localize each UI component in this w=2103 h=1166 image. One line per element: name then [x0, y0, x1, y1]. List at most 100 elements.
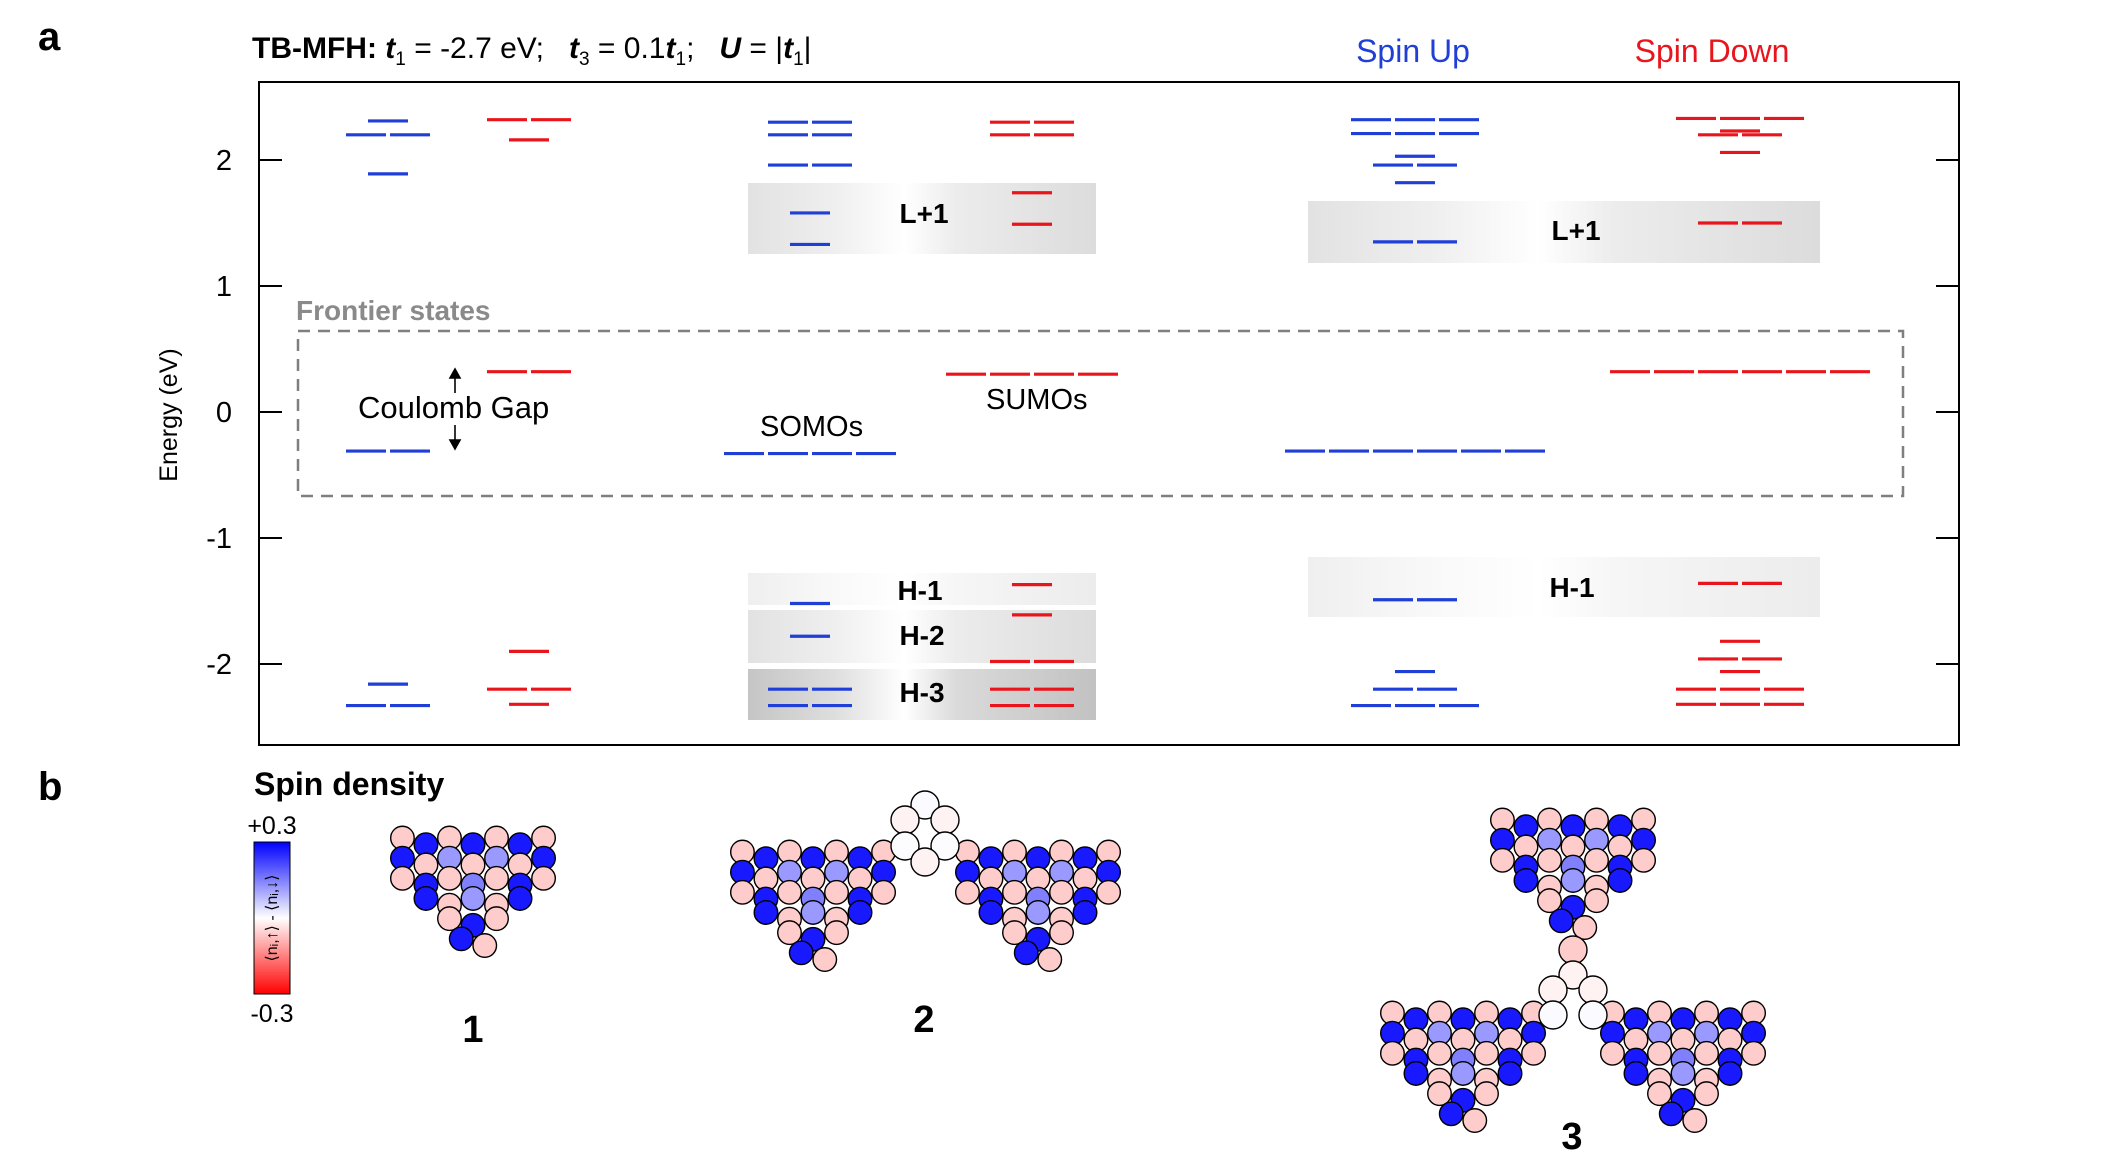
site-circle [978, 900, 1004, 925]
site-circle [729, 879, 755, 905]
site-circle [437, 906, 462, 932]
coulomb-gap-label: Coulomb Gap [358, 390, 549, 425]
site-circle [1049, 920, 1074, 946]
molecule-2-left-unit [729, 839, 897, 972]
site-circle [1072, 900, 1098, 925]
site-circle [1379, 1040, 1405, 1066]
site-circle [1462, 1108, 1488, 1133]
site-circle [413, 886, 439, 911]
molecule-label-1: 1 [462, 1009, 483, 1051]
site-circle [1538, 975, 1568, 1005]
site-circle [437, 865, 462, 891]
u-tail: | [804, 32, 812, 65]
title-prefix: TB-MFH: [252, 32, 385, 65]
site-circle [1025, 900, 1051, 925]
linker-2 [890, 790, 960, 877]
molecule-3-top-unit [1489, 807, 1657, 940]
u-ref-symbol: t [783, 32, 795, 65]
site-circle [930, 831, 960, 861]
site-circle [1427, 1040, 1452, 1066]
t3-ref-subscript: 1 [676, 49, 687, 70]
site-circle [448, 926, 474, 952]
site-circle [824, 920, 849, 946]
spin-density-molecules [389, 790, 1767, 1133]
energy-levels [346, 116, 1870, 708]
y-axis-label: Energy (eV) [155, 348, 183, 481]
site-circle [788, 940, 814, 966]
site-circle [507, 886, 533, 911]
site-circle [910, 847, 940, 877]
site-circle [1474, 1081, 1499, 1107]
model-parameters-title: TB-MFH: t1 = -2.7 eV; t3 = 0.1t1; U = |t… [252, 32, 811, 70]
y-tick-label: 2 [216, 145, 232, 177]
site-circle [484, 865, 509, 891]
frontier-states-label: Frontier states [296, 295, 491, 326]
linker-3 [1538, 935, 1608, 1030]
site-circle [1002, 879, 1027, 905]
site-circle [847, 900, 873, 925]
site-circle [1538, 1000, 1568, 1030]
site-circle [1584, 847, 1609, 873]
site-circle [1521, 1040, 1547, 1066]
panel-a-letter: a [38, 15, 61, 59]
t3-subscript: 3 [579, 49, 590, 70]
site-circle [1631, 847, 1657, 873]
y-tick-labels: 2 1 0 -1 -2 [206, 145, 232, 681]
site-circle [890, 805, 920, 835]
site-circle [1560, 868, 1586, 893]
site-circle [1578, 975, 1608, 1005]
site-circle [472, 933, 498, 958]
site-circle [1474, 1040, 1499, 1066]
label-mol3-h-minus-1: H-1 [1549, 572, 1594, 603]
site-circle [460, 886, 486, 911]
y-tick-label: 1 [216, 271, 232, 303]
site-circle [1537, 847, 1562, 873]
y-tick-label: -2 [206, 649, 232, 681]
spin-density-colorbar [253, 841, 291, 995]
t3-mid: = 0.1 [590, 32, 666, 65]
site-circle [1658, 1101, 1684, 1127]
site-circle [1450, 1061, 1476, 1086]
label-mol2-h-minus-3: H-3 [899, 677, 944, 708]
legend-spin-down: Spin Down [1635, 33, 1790, 69]
molecule-3-right-unit [1599, 1000, 1767, 1133]
mol2-homo-minus-3-band [748, 669, 1096, 720]
site-circle [1438, 1101, 1464, 1127]
site-circle [1049, 879, 1074, 905]
site-circle [1558, 960, 1588, 990]
site-circle [800, 900, 826, 925]
legend-spin-up: Spin Up [1356, 33, 1470, 69]
colorbar-max-label: +0.3 [247, 812, 296, 840]
site-circle [1403, 1061, 1429, 1086]
label-mol2-h-minus-2: H-2 [899, 620, 944, 651]
t3-ref-symbol: t [666, 32, 678, 65]
coulomb-gap-arrow [448, 367, 462, 451]
site-circle [1578, 1000, 1608, 1030]
t3-tail: ; [686, 32, 719, 65]
y-tick-label: -1 [206, 523, 232, 555]
site-circle [1513, 868, 1539, 893]
site-circle [1694, 1081, 1719, 1107]
site-circle [531, 865, 557, 891]
site-circle [1013, 940, 1039, 966]
mol2-lumo-plus-1-band [748, 183, 1096, 254]
u-symbol: U [719, 32, 742, 65]
t1-symbol: t [385, 32, 397, 65]
site-circle [1096, 879, 1122, 905]
site-circle [753, 900, 779, 925]
site-circle [777, 879, 802, 905]
colorbar-min-label: -0.3 [250, 1000, 293, 1028]
site-circle [1427, 1081, 1452, 1107]
site-circle [1599, 1040, 1625, 1066]
panel-b-letter: b [38, 765, 62, 809]
site-circle [484, 906, 509, 932]
mol3-homo-minus-1-band [1308, 557, 1820, 617]
site-circle [389, 865, 415, 891]
label-mol2-h-minus-1: H-1 [897, 575, 942, 606]
site-circle [890, 831, 920, 861]
site-circle [1497, 1061, 1523, 1086]
y-tick-label: 0 [216, 397, 232, 429]
site-circle [1647, 1040, 1672, 1066]
molecule-label-2: 2 [913, 999, 934, 1041]
somos-label: SOMOs [760, 411, 863, 443]
